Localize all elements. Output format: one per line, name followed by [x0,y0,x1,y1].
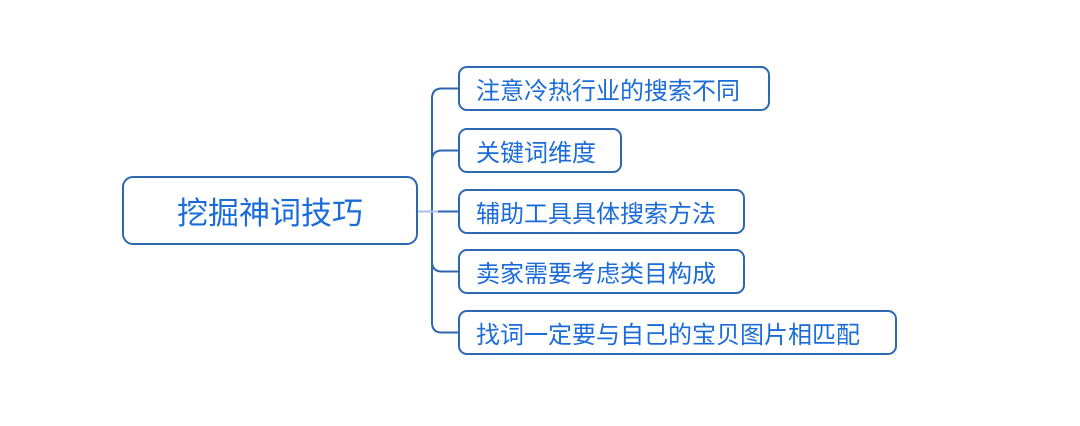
connector-branch-4 [431,322,458,334]
child-node-tool-search-method[interactable]: 辅助工具具体搜索方法 [458,189,745,234]
child-node-label: 注意冷热行业的搜索不同 [476,79,740,105]
child-node-category-composition[interactable]: 卖家需要考虑类目构成 [458,249,745,294]
child-node-match-product-image[interactable]: 找词一定要与自己的宝贝图片相匹配 [458,310,897,355]
connector-branch-3 [431,261,458,273]
child-node-label: 关键词维度 [476,141,596,167]
child-node-search-difference[interactable]: 注意冷热行业的搜索不同 [458,66,770,111]
child-node-keyword-dimension[interactable]: 关键词维度 [458,128,622,173]
connector-branch-1 [431,149,458,161]
root-node[interactable]: 挖掘神词技巧 [122,176,418,245]
child-node-label: 卖家需要考虑类目构成 [476,262,716,288]
connector-branch-0 [431,87,458,99]
root-node-label: 挖掘神词技巧 [177,196,363,231]
child-node-label: 辅助工具具体搜索方法 [476,202,716,228]
child-node-label: 找词一定要与自己的宝贝图片相匹配 [476,323,860,349]
